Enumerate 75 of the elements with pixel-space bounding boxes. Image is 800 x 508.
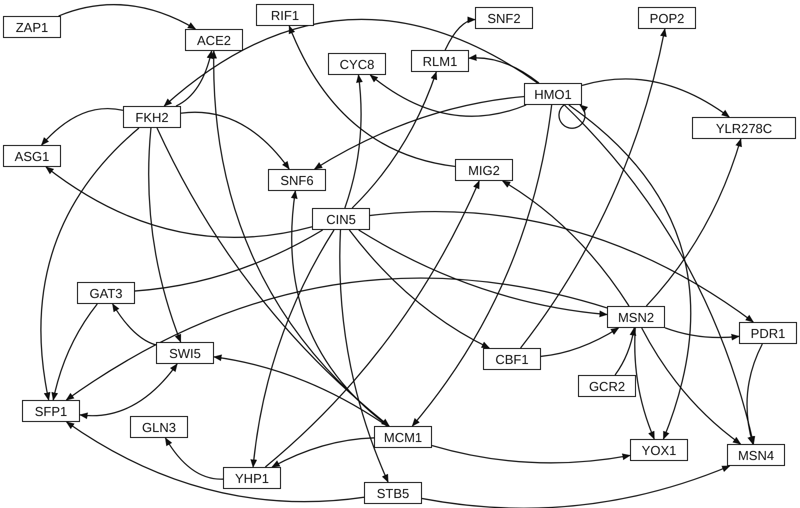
- arrow: [66, 422, 364, 502]
- gene-box: ACE2: [185, 29, 243, 51]
- gene-box: ZAP1: [3, 16, 61, 38]
- gene-box: RLM1: [411, 50, 469, 72]
- gene-box: SWI5: [156, 342, 214, 364]
- arrow: [52, 304, 98, 401]
- arrow: [422, 465, 730, 508]
- gene-box: CYC8: [328, 53, 386, 75]
- arrow: [641, 328, 742, 444]
- arrow: [271, 437, 374, 468]
- arrow: [314, 96, 524, 170]
- arrow: [634, 328, 655, 440]
- arrow: [112, 303, 156, 346]
- arrow: [412, 104, 552, 427]
- arrow: [746, 344, 763, 445]
- gene-box: GAT3: [77, 282, 135, 304]
- gene-box: YOX1: [630, 439, 688, 461]
- gene-box: SNF6: [268, 169, 326, 191]
- arrow: [79, 363, 178, 419]
- arrow: [558, 104, 588, 129]
- gene-box: YHP1: [223, 467, 281, 489]
- gene-box: CBF1: [483, 348, 541, 370]
- gene-box: GLN3: [130, 416, 188, 438]
- arrow: [210, 50, 390, 426]
- arrow: [614, 327, 636, 376]
- arrow: [156, 128, 390, 427]
- gene-box: GCR2: [578, 375, 636, 397]
- gene-box: MCM1: [374, 426, 432, 448]
- arrow: [370, 210, 754, 322]
- arrow: [148, 128, 182, 343]
- arrow: [66, 278, 608, 400]
- arrow: [432, 444, 631, 464]
- arrow: [213, 354, 388, 426]
- arrow: [370, 74, 526, 117]
- arrow: [288, 25, 456, 168]
- arrow: [291, 190, 389, 426]
- arrow: [468, 54, 540, 84]
- gene-box: MSN2: [607, 306, 665, 328]
- gene-box: SNF2: [475, 7, 533, 29]
- gene-box: FKH2: [123, 106, 181, 128]
- arrow: [40, 128, 140, 401]
- arrow: [164, 437, 224, 480]
- arrow: [164, 19, 538, 107]
- arrow: [348, 230, 490, 349]
- arrow: [250, 230, 335, 468]
- arrow: [502, 180, 630, 306]
- gene-box: SFP1: [22, 400, 80, 422]
- arrow: [358, 229, 608, 318]
- arrow: [564, 104, 755, 445]
- arrow: [176, 50, 214, 107]
- gene-box: POP2: [638, 7, 696, 29]
- arrow: [646, 138, 742, 306]
- arrow: [568, 104, 692, 440]
- arrow: [264, 180, 480, 468]
- arrow: [664, 327, 740, 340]
- gene-box: YLR278C: [692, 117, 796, 139]
- gene-box: HMO1: [524, 83, 582, 105]
- arrow: [582, 78, 730, 118]
- arrow: [41, 108, 124, 146]
- arrow: [344, 74, 363, 208]
- gene-box: MSN4: [727, 444, 785, 466]
- arrow: [45, 166, 312, 238]
- gene-box: PDR1: [739, 322, 797, 344]
- arrow: [58, 4, 196, 30]
- arrow: [339, 230, 389, 483]
- arrow: [352, 71, 437, 208]
- arrow: [540, 327, 620, 357]
- arrow: [520, 28, 667, 348]
- gene-box: ASG1: [3, 145, 61, 167]
- gene-box: MIG2: [455, 159, 513, 181]
- gene-box: CIN5: [312, 208, 370, 230]
- gene-box: RIF1: [256, 4, 314, 26]
- arrow: [444, 17, 476, 50]
- arrow: [180, 112, 290, 170]
- gene-box: STB5: [364, 482, 422, 504]
